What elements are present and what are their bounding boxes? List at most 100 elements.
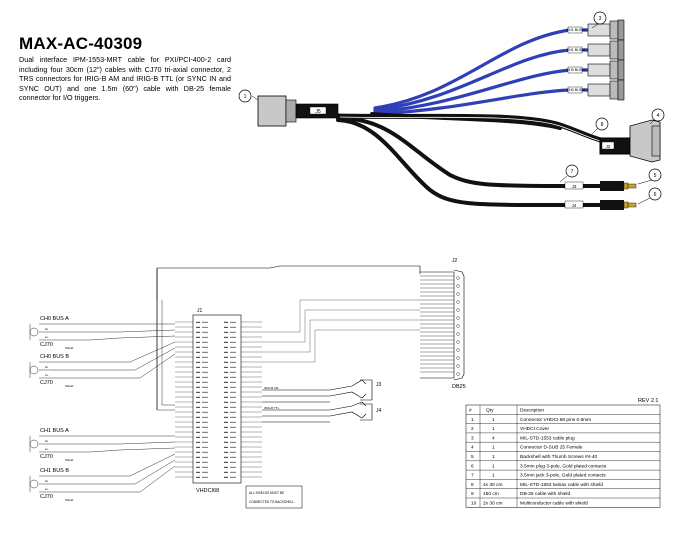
svg-text:3: 3 <box>599 16 602 22</box>
bom-row-index: 5 <box>471 454 474 460</box>
bom-row-qty: 1 <box>492 473 495 479</box>
diagram-description: Dual interface IPM-1553-MRT cable for PX… <box>19 55 231 103</box>
jack-label-j3: J3 <box>376 382 382 388</box>
sub-label: IRIG-B TTL <box>264 406 280 410</box>
channel-bus-ch0-a <box>29 323 176 341</box>
cj70-connector <box>567 59 625 81</box>
revision-label: REV 2.1 <box>638 398 658 404</box>
svg-text:4: 4 <box>657 113 660 119</box>
branch-label: CH0 BUS A <box>567 88 586 92</box>
bom-row-description: 3.5mm plug 3-pole, Gold plated contacts <box>520 463 607 469</box>
bom-row-qty: 2x 30 cm <box>483 501 502 507</box>
bom-header-row-index: # <box>469 408 472 414</box>
svg-text:Shield: Shield <box>65 498 74 502</box>
svg-text:Hi: Hi <box>45 479 48 483</box>
note-line: CONNECTED TO BACKSHELL <box>249 500 294 504</box>
channel-bus-ch0-b <box>29 341 176 379</box>
note-box <box>245 485 303 509</box>
diagram-title: MAX-AC-40309 <box>19 34 143 53</box>
branch-label: CH1 BUS A <box>567 48 586 52</box>
svg-text:Shield: Shield <box>65 346 74 350</box>
callout-balloon: 1 <box>238 89 259 103</box>
black-cables <box>335 112 643 207</box>
bom-row-qty: 1 <box>492 426 495 432</box>
connector-label: CJ70 <box>40 454 53 460</box>
bom-row-qty: 4x 30 cm <box>483 482 502 488</box>
svg-text:Hi: Hi <box>45 439 48 443</box>
bom-row-description: Connector VHDCI 68 pins 0.8mm <box>520 417 591 423</box>
schematic: J3 J4 IRIG-B AM IRIG-B TTL <box>29 265 465 509</box>
channel-label: CH0 BUS A <box>40 316 69 322</box>
cj70-connector <box>567 39 625 61</box>
bom-row-qty: 1 <box>492 417 495 423</box>
channel-label: CH0 BUS B <box>40 354 69 360</box>
tag-j5: J5 <box>315 109 321 115</box>
bom-row-index: 10 <box>471 501 477 507</box>
connector-label: CJ70 <box>40 342 53 348</box>
j1-pins <box>175 321 262 478</box>
blue-cables <box>373 28 590 116</box>
callouts: 1 3 8 4 7 <box>238 11 665 205</box>
callout-balloon: 6 <box>637 187 662 205</box>
bom-row-qty: 1 <box>492 445 495 451</box>
j1-label: J1 <box>197 308 203 314</box>
bom-row-index: 6 <box>471 463 474 469</box>
branch-label: CH0 BUS B <box>567 68 587 72</box>
bom-row-qty: 4 <box>492 435 495 441</box>
svg-text:8: 8 <box>601 122 604 128</box>
channel-label: CH1 BUS B <box>40 468 69 474</box>
bom-row-index: 1 <box>471 417 474 423</box>
svg-text:1: 1 <box>244 94 247 100</box>
svg-text:Hi: Hi <box>45 365 48 369</box>
bom-row-description: 3.5mm jack 3-pole, Gold plated contacts <box>520 473 606 479</box>
j1-part: VHDCI68 <box>196 488 219 494</box>
connector-label: CJ70 <box>40 494 53 500</box>
bom-row-description: DB-25 cable with shield <box>520 491 570 497</box>
bom-row-index: 9 <box>471 491 474 497</box>
bom-row-qty: 1 <box>492 463 495 469</box>
cj70-connectors: CH1 BUS B CH1 BUS A CH0 BUS B CH0 BUS A <box>567 19 625 101</box>
callout-balloon: 3 <box>591 11 607 29</box>
jack-label-j4: J4 <box>376 408 382 414</box>
branch-label: CH1 BUS B <box>567 28 587 32</box>
svg-text:6: 6 <box>654 192 657 198</box>
svg-text:Lo: Lo <box>45 373 49 377</box>
tag-j2: J2 <box>606 144 611 149</box>
j2-to-j1-wires <box>262 299 420 363</box>
bom-header-row-qty: Qty <box>486 408 494 414</box>
svg-text:5: 5 <box>654 173 657 179</box>
bom-row-description: Connector D-SUB 25 Female <box>520 445 583 451</box>
svg-text:Shield: Shield <box>65 384 74 388</box>
svg-text:7: 7 <box>571 169 574 175</box>
bom-row-qty: 150 cm <box>483 491 499 497</box>
bom-row-description: MIL-STD-1553 cable plug <box>520 435 575 441</box>
bom-row-index: 8 <box>471 482 474 488</box>
trs-plug-j3: J3 <box>564 181 637 191</box>
svg-text:Lo: Lo <box>45 335 49 339</box>
svg-text:Lo: Lo <box>45 447 49 451</box>
bom-row-index: 7 <box>471 473 474 479</box>
trs-plug-j4: J4 <box>564 200 637 210</box>
j2-label: J2 <box>452 258 458 264</box>
svg-text:Shield: Shield <box>65 458 74 462</box>
j2-db25 <box>420 269 465 381</box>
note-line: ALL SHIELDS MUST BE <box>249 491 284 495</box>
bom-row-description: Backshell with Thumb Screws #4-40 <box>520 454 598 460</box>
bom-table: # Qty Description 1 1 Connector VHDCI 68 pins… <box>465 404 661 508</box>
bom-row-description: MIL-STD-1553 twinax cable with shield <box>520 482 603 488</box>
vhdci-connector-j5: J5 <box>257 95 339 127</box>
bom-row-qty: 1 <box>492 454 495 460</box>
channel-bus-ch1-b <box>29 453 176 493</box>
trs-jack-j4: J4 <box>262 401 382 423</box>
cj70-connector <box>567 79 625 101</box>
bom-header-row-description: Description <box>520 408 544 414</box>
tag-j4: J4 <box>572 203 577 208</box>
bom-row-index: 3 <box>471 435 474 441</box>
callout-balloon: 7 <box>559 164 579 183</box>
j2-part: DB25 <box>452 384 466 390</box>
wire-labels: Hi Lo Shield Hi Lo Shield Hi Lo Shield H… <box>45 327 74 502</box>
j1-pin-marks <box>196 320 238 480</box>
bom-row-index: 2 <box>471 426 474 432</box>
callout-balloon: 5 <box>637 168 662 185</box>
